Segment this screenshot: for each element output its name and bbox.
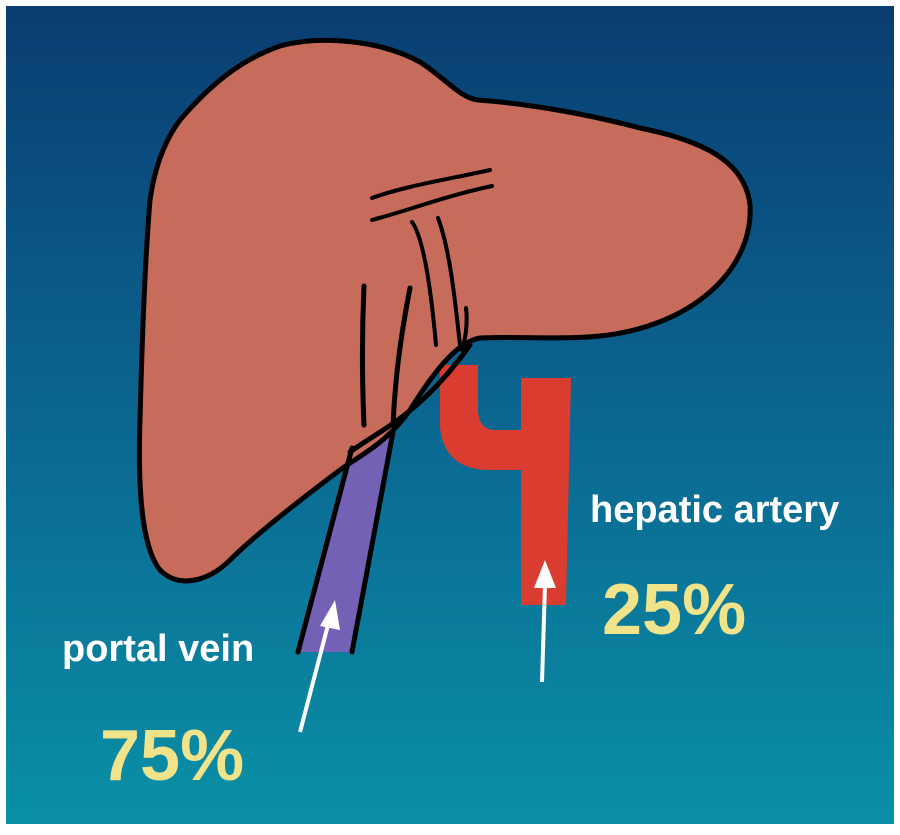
portal-vein-label: portal vein: [62, 628, 254, 670]
hepatic-artery-percentage: 25%: [602, 570, 746, 650]
portal-vein-percentage: 75%: [100, 716, 244, 796]
hepatic-artery-label: hepatic artery: [590, 489, 839, 531]
